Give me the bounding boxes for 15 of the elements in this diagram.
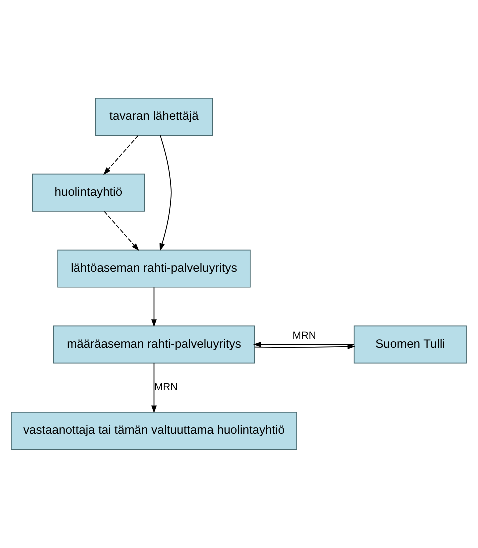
- node-box: Suomen Tulli: [354, 326, 467, 364]
- arrow: [160, 135, 172, 252]
- edge-label: MRN: [154, 382, 178, 394]
- node-box: huolintayhtiö: [32, 174, 146, 212]
- arrow: [254, 344, 356, 350]
- edge-label: MRN: [292, 331, 316, 342]
- node-box: vastaanottaja tai tämän valtuuttama huolintayhtiö: [11, 412, 298, 450]
- node-box: määräaseman rahti-palveluyritys: [53, 326, 256, 364]
- arrow: [104, 211, 140, 252]
- arrow: [104, 135, 139, 176]
- node-box: tavaran lähettäjä: [95, 98, 214, 136]
- arrow: [152, 287, 157, 328]
- node-box: lähtöaseman rahti-palveluyritys: [58, 250, 251, 288]
- arrow: [152, 363, 157, 414]
- arrow: [253, 342, 355, 348]
